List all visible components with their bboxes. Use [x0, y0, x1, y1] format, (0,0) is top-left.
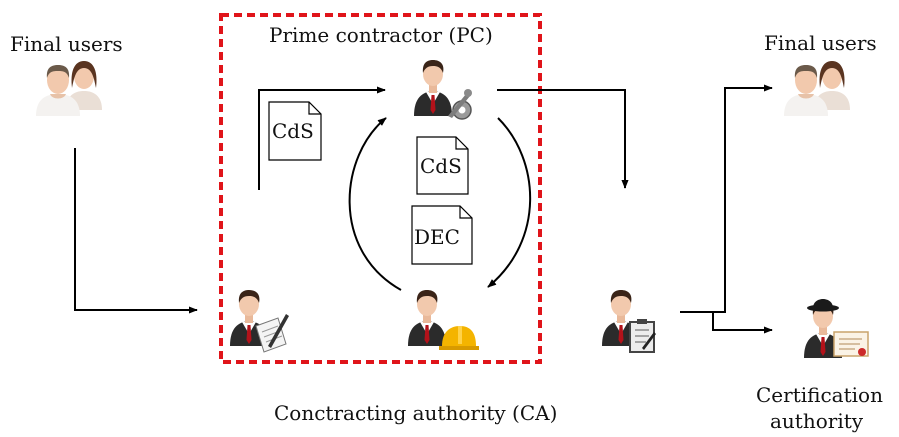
arrow-ca-to-pc — [258, 86, 386, 190]
final-users-left-label: Final users — [10, 32, 123, 56]
users-pair-icon-right — [784, 61, 850, 116]
bowler-hat-icon — [807, 299, 839, 312]
person-writing-icon — [230, 290, 289, 353]
certification-authority-label-line2: authority — [770, 409, 864, 433]
arrow-users-to-ca — [74, 148, 198, 314]
contracting-authority-boundary — [219, 13, 542, 364]
certificate-icon — [833, 331, 869, 357]
contracting-authority-label: Conctracting authority (CA) — [274, 401, 557, 425]
loop-arrow-left — [348, 117, 402, 291]
person-clipboard-icon — [602, 290, 656, 353]
document-cds-left-label: CdS — [272, 119, 314, 143]
document-cds-center: CdS — [416, 136, 469, 195]
person-hardhat-icon — [408, 290, 479, 350]
document-dec-center-label: DEC — [414, 225, 460, 249]
arrow-pc-to-validator — [497, 89, 629, 189]
paper-pen-icon — [255, 314, 289, 353]
users-pair-icon-left — [36, 61, 102, 116]
loop-arrow-right — [487, 117, 532, 288]
final-users-right-label: Final users — [764, 31, 877, 55]
arrow-validator-to-final-users — [680, 84, 773, 313]
document-cds-center-label: CdS — [420, 154, 462, 178]
engineer-with-tools-icon — [414, 60, 472, 120]
clipboard-icon — [629, 319, 656, 353]
certification-authority-label-line1: Certification — [756, 383, 883, 407]
helmet-icon — [439, 326, 479, 350]
wrench-gear-icon — [448, 89, 472, 120]
document-cds-left: CdS — [268, 101, 322, 161]
document-dec-center: DEC — [411, 205, 473, 265]
arrow-validator-to-certifier — [712, 312, 773, 334]
person-bowler-hat-certificate-icon — [804, 299, 869, 358]
prime-contractor-label: Prime contractor (PC) — [269, 23, 493, 47]
